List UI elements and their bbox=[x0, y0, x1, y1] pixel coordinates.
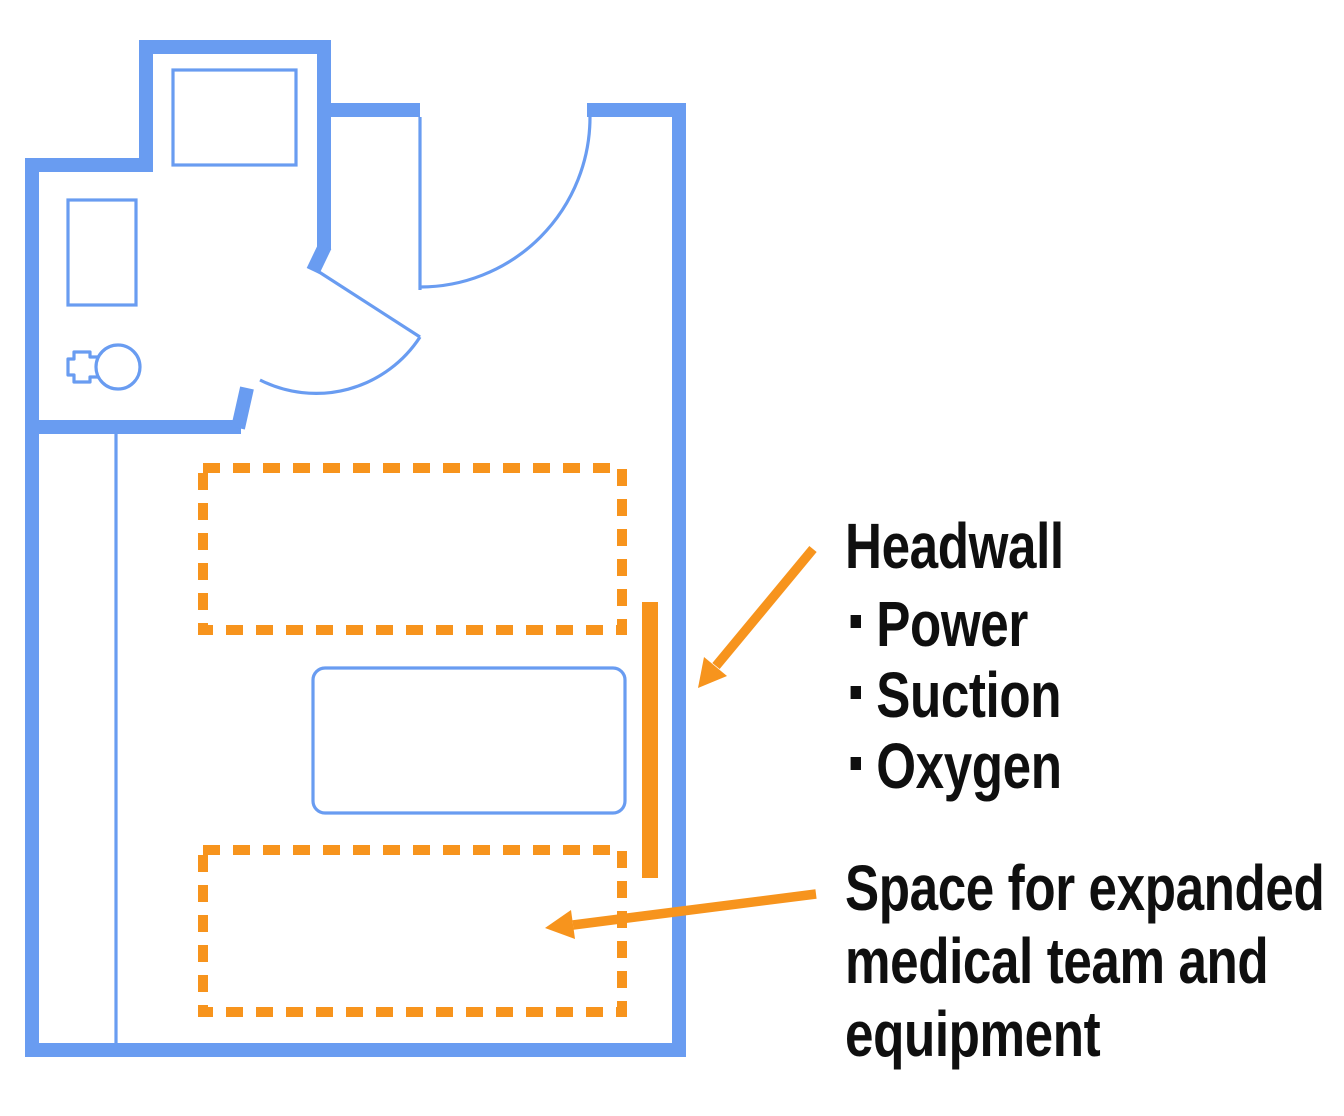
bathroom-door-swing-arc bbox=[259, 336, 422, 395]
vanity-outline bbox=[66, 198, 138, 307]
bathroom-fixtures bbox=[66, 68, 298, 391]
toilet-tank bbox=[66, 350, 99, 384]
headwall-item: Power bbox=[845, 589, 1064, 660]
space-annotation-line: medical team and bbox=[845, 925, 1269, 997]
headwall-list: Power Suction Oxygen bbox=[845, 589, 1064, 802]
headwall-arrow-head-icon bbox=[698, 657, 727, 688]
headwall-item-label: Power bbox=[876, 588, 1028, 660]
space-arrow bbox=[545, 889, 817, 939]
shower-outline bbox=[171, 68, 298, 167]
wall-bathroom-door-jamb-lower bbox=[231, 386, 254, 430]
bathroom-door-leaf bbox=[315, 268, 421, 339]
wall-upper-left-horizontal bbox=[25, 158, 153, 172]
space-arrow-shaft bbox=[572, 889, 817, 930]
wall-bathroom-bump-left bbox=[139, 40, 153, 172]
headwall-item: Oxygen bbox=[845, 731, 1064, 802]
space-arrow-head-icon bbox=[545, 910, 575, 939]
headwall-title: Headwall bbox=[845, 510, 1064, 582]
space-annotation-line: Space for expanded bbox=[845, 852, 1325, 924]
bullet-square-icon bbox=[850, 757, 861, 770]
room-walls bbox=[25, 40, 686, 1057]
headwall-arrow-shaft bbox=[712, 545, 817, 670]
headwall-item: Suction bbox=[845, 660, 1064, 731]
headwall-bar bbox=[642, 602, 658, 878]
wall-right bbox=[672, 103, 686, 1057]
headwall-item-label: Suction bbox=[876, 659, 1062, 731]
bullet-square-icon bbox=[850, 615, 861, 628]
wall-bottom bbox=[25, 1043, 686, 1057]
space-annotation: Space for expanded medical team and equi… bbox=[845, 852, 1325, 1071]
headwall-arrow bbox=[698, 545, 817, 688]
headwall-item-label: Oxygen bbox=[876, 730, 1062, 802]
wall-bathroom-door-jamb-upper bbox=[306, 242, 332, 275]
bullet-square-icon bbox=[850, 686, 861, 699]
expansion-space-zone-top bbox=[198, 463, 627, 635]
doors bbox=[259, 116, 592, 395]
toilet-bowl bbox=[94, 343, 142, 391]
wall-bathroom-bottom bbox=[25, 420, 241, 434]
headwall-annotation: Headwall Power Suction Oxygen bbox=[845, 511, 1064, 802]
wall-bathroom-bump-top bbox=[139, 40, 331, 54]
space-annotation-line: equipment bbox=[845, 998, 1101, 1070]
wall-bathroom-bump-right bbox=[317, 40, 331, 250]
wall-top-right-segment bbox=[587, 103, 686, 117]
wall-top-mid-segment bbox=[331, 103, 420, 117]
entry-door-swing-arc bbox=[419, 116, 592, 289]
patient-bed-outline bbox=[311, 666, 627, 815]
expansion-space-zone-bottom bbox=[198, 845, 627, 1017]
wall-left bbox=[25, 158, 39, 1057]
